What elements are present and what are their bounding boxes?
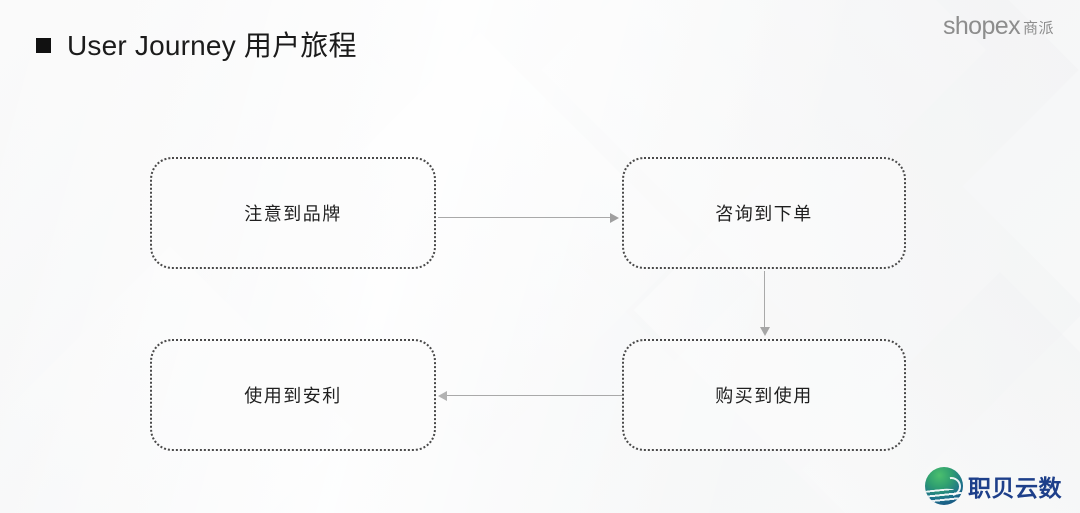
page-title: User Journey 用户旅程 <box>36 24 357 64</box>
connector-line <box>438 217 613 218</box>
wave-circle-icon <box>925 467 963 505</box>
shopex-logo: shopex 商派 <box>943 12 1054 41</box>
connector-line <box>447 395 622 396</box>
flow-box-usage-advocacy[interactable]: 使用到安利 <box>150 339 436 451</box>
arrow-down-icon <box>760 327 770 336</box>
page-title-text: User Journey 用户旅程 <box>67 30 357 61</box>
flow-box-label: 咨询到下单 <box>715 204 813 224</box>
shopex-chinese-name: 商派 <box>1022 20 1054 37</box>
square-bullet-icon <box>36 37 51 53</box>
connector-line <box>764 271 765 330</box>
flow-box-label: 购买到使用 <box>715 386 813 406</box>
zhibei-yunshu-text: 职贝云数 <box>968 475 1062 501</box>
shopex-wordmark: shopex <box>942 12 1021 40</box>
flow-box-label: 使用到安利 <box>244 386 342 406</box>
flow-box-consultation-order[interactable]: 咨询到下单 <box>622 157 906 269</box>
zhibei-yunshu-logo: 职贝云数 <box>925 467 1062 505</box>
arrow-right-icon <box>610 213 619 223</box>
flow-box-awareness[interactable]: 注意到品牌 <box>150 157 436 269</box>
flow-box-purchase-usage[interactable]: 购买到使用 <box>622 339 906 451</box>
arrow-left-icon <box>438 391 447 401</box>
flow-box-label: 注意到品牌 <box>244 204 342 224</box>
